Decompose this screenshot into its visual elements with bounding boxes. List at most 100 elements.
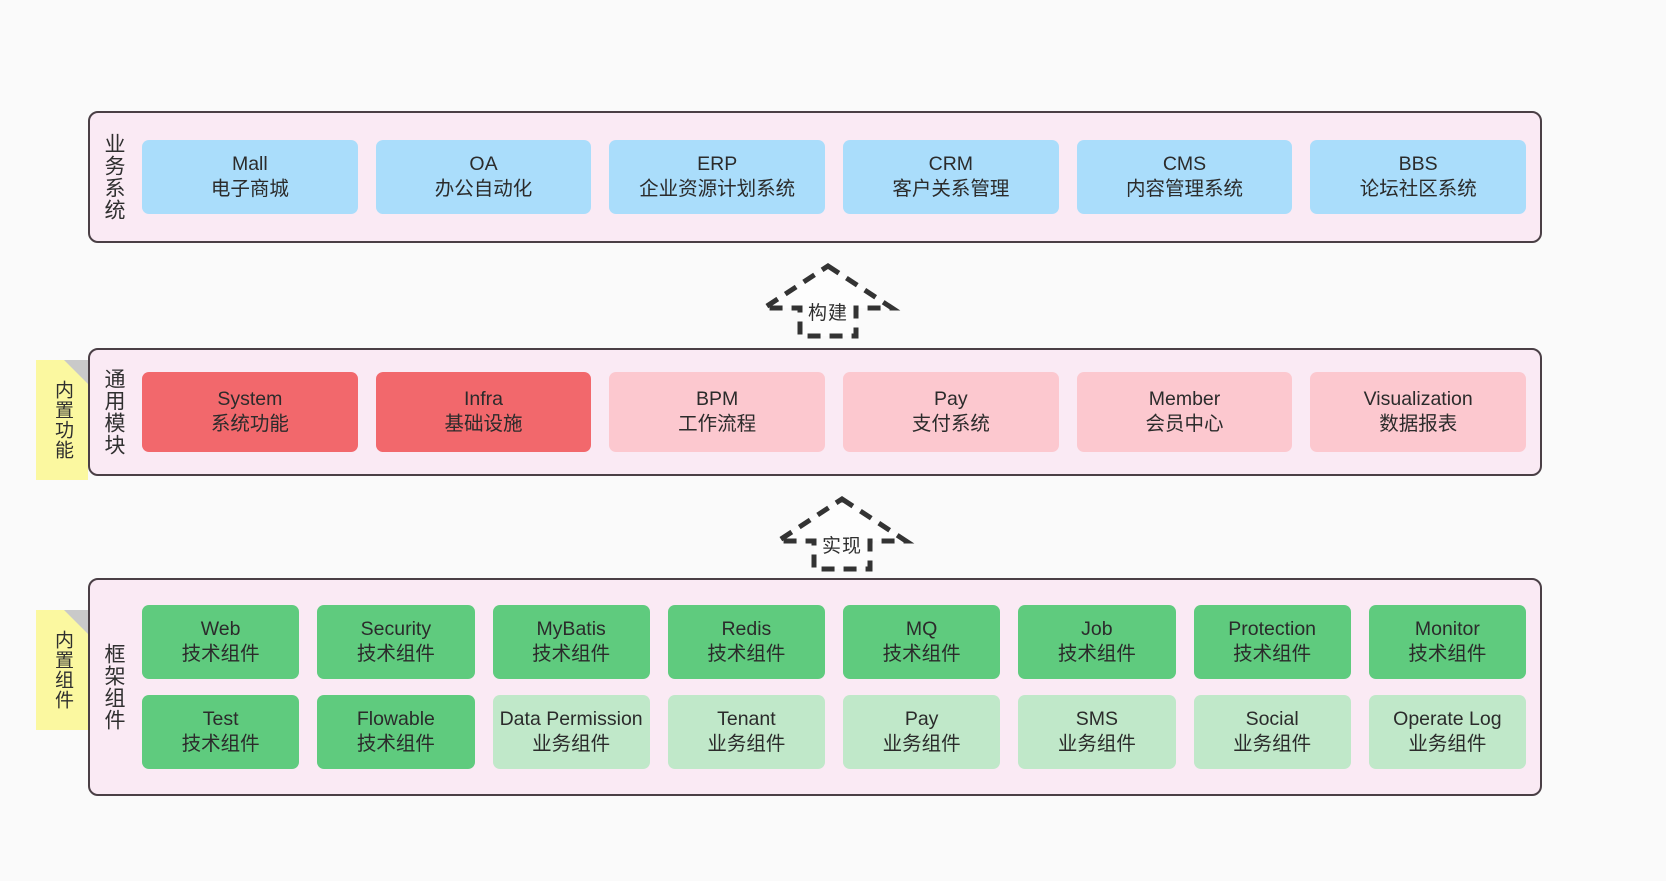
layer-title-business-system: 业务系统: [101, 133, 125, 221]
card-flowable[interactable]: Flowable 技术组件: [317, 695, 475, 769]
card-title: Member: [1148, 388, 1221, 411]
card-subtitle: 数据报表: [1379, 413, 1458, 435]
card-mybatis[interactable]: MyBatis 技术组件: [492, 605, 650, 679]
sticky-fold-corner-icon: [64, 610, 88, 634]
card-system[interactable]: System 系统功能: [142, 372, 358, 452]
card-subtitle: 技术组件: [356, 733, 435, 755]
card-title: Mall: [231, 153, 268, 176]
card-title: CRM: [928, 153, 974, 176]
card-mq[interactable]: MQ 技术组件: [843, 605, 1001, 679]
card-subtitle: 技术组件: [1233, 643, 1312, 665]
card-title: Web: [200, 618, 241, 641]
card-row: System 系统功能 Infra 基础设施 BPM 工作流程 Pay 支付系统…: [142, 372, 1527, 452]
card-bbs[interactable]: BBS 论坛社区系统: [1310, 140, 1527, 214]
card-title: Security: [360, 618, 432, 641]
arrow-build-label: 构建: [807, 303, 848, 324]
card-pay-business[interactable]: Pay 业务组件: [843, 695, 1001, 769]
card-data-permission[interactable]: Data Permission 业务组件: [492, 695, 650, 769]
card-subtitle: 技术组件: [882, 643, 961, 665]
sticky-note-label: 内置功能: [52, 380, 74, 460]
card-subtitle: 技术组件: [1408, 643, 1487, 665]
sticky-note-label: 内置组件: [52, 630, 74, 710]
card-bpm[interactable]: BPM 工作流程: [609, 372, 826, 452]
card-title: Redis: [721, 618, 772, 641]
card-operate-log[interactable]: Operate Log 业务组件: [1368, 695, 1526, 769]
card-title: ERP: [697, 153, 738, 176]
card-subtitle: 业务组件: [707, 733, 786, 755]
card-job[interactable]: Job 技术组件: [1018, 605, 1176, 679]
card-subtitle: 技术组件: [532, 643, 611, 665]
card-row: Test 技术组件 Flowable 技术组件 Data Permission …: [142, 695, 1526, 769]
card-subtitle: 系统功能: [210, 413, 289, 435]
layer-framework-component: 框架组件 Web 技术组件 Security 技术组件 MyBatis 技术组件…: [88, 578, 1542, 796]
card-crm[interactable]: CRM 客户关系管理: [843, 140, 1059, 214]
card-title: OA: [469, 153, 498, 176]
card-subtitle: 业务组件: [1233, 733, 1312, 755]
card-row: Mall 电子商城 OA 办公自动化 ERP 企业资源计划系统 CRM 客户关系…: [142, 140, 1527, 214]
card-subtitle: 支付系统: [911, 413, 990, 435]
card-title: Protection: [1228, 618, 1317, 641]
arrow-implement-shape: [769, 496, 915, 572]
layer-title-common-module: 通用模块: [101, 368, 125, 456]
layer-title-framework-component: 框架组件: [101, 643, 125, 731]
card-cms[interactable]: CMS 内容管理系统: [1076, 140, 1293, 214]
card-protection[interactable]: Protection 技术组件: [1193, 605, 1351, 679]
card-security[interactable]: Security 技术组件: [317, 605, 475, 679]
card-subtitle: 业务组件: [882, 733, 961, 755]
card-title: Pay: [904, 708, 939, 731]
sticky-note-builtin-component: 内置组件: [36, 610, 88, 730]
card-title: SMS: [1075, 708, 1118, 731]
card-title: Job: [1081, 618, 1113, 641]
card-title: Data Permission: [499, 708, 643, 731]
card-title: CMS: [1162, 153, 1207, 176]
card-row: Web 技术组件 Security 技术组件 MyBatis 技术组件 Redi…: [142, 605, 1526, 679]
sticky-fold-corner-icon: [64, 360, 88, 384]
card-infra[interactable]: Infra 基础设施: [375, 372, 592, 452]
card-subtitle: 业务组件: [532, 733, 611, 755]
layer-body-business-system: Mall 电子商城 OA 办公自动化 ERP 企业资源计划系统 CRM 客户关系…: [136, 113, 1540, 241]
card-oa[interactable]: OA 办公自动化: [375, 140, 592, 214]
card-title: BPM: [696, 388, 739, 411]
card-subtitle: 会员中心: [1145, 413, 1224, 435]
card-subtitle: 电子商城: [210, 178, 289, 200]
card-redis[interactable]: Redis 技术组件: [667, 605, 825, 679]
card-subtitle: 工作流程: [678, 413, 757, 435]
layer-body-framework-component: Web 技术组件 Security 技术组件 MyBatis 技术组件 Redi…: [136, 580, 1540, 794]
card-subtitle: 技术组件: [707, 643, 786, 665]
card-visualization[interactable]: Visualization 数据报表: [1310, 372, 1527, 452]
card-title: Infra: [463, 388, 504, 411]
card-subtitle: 技术组件: [356, 643, 435, 665]
arrow-build: 构建: [755, 262, 901, 340]
card-tenant[interactable]: Tenant 业务组件: [667, 695, 825, 769]
card-subtitle: 技术组件: [181, 733, 260, 755]
arrow-implement: 实现: [769, 495, 915, 573]
card-social[interactable]: Social 业务组件: [1193, 695, 1351, 769]
card-subtitle: 论坛社区系统: [1359, 178, 1477, 200]
card-title: Flowable: [356, 708, 435, 731]
card-member[interactable]: Member 会员中心: [1076, 372, 1293, 452]
card-subtitle: 办公自动化: [434, 178, 533, 200]
card-subtitle: 企业资源计划系统: [639, 178, 796, 200]
card-erp[interactable]: ERP 企业资源计划系统: [609, 140, 826, 214]
card-title: System: [217, 388, 283, 411]
card-title: Operate Log: [1393, 708, 1502, 731]
card-sms[interactable]: SMS 业务组件: [1018, 695, 1176, 769]
card-title: Tenant: [717, 708, 776, 731]
card-web[interactable]: Web 技术组件: [142, 605, 300, 679]
card-pay[interactable]: Pay 支付系统: [843, 372, 1059, 452]
layer-common-module: 通用模块 System 系统功能 Infra 基础设施 BPM 工作流程 Pay…: [88, 348, 1542, 476]
card-title: MQ: [905, 618, 938, 641]
card-test[interactable]: Test 技术组件: [142, 695, 300, 769]
arrow-implement-label: 实现: [821, 536, 862, 557]
card-monitor[interactable]: Monitor 技术组件: [1368, 605, 1526, 679]
card-title: Visualization: [1363, 388, 1473, 411]
card-title: Monitor: [1414, 618, 1480, 641]
card-subtitle: 技术组件: [1057, 643, 1136, 665]
arrow-build-shape: [755, 263, 901, 339]
sticky-note-builtin-function: 内置功能: [36, 360, 88, 480]
card-mall[interactable]: Mall 电子商城: [142, 140, 358, 214]
card-title: BBS: [1398, 153, 1438, 176]
card-subtitle: 业务组件: [1408, 733, 1487, 755]
card-title: Social: [1245, 708, 1299, 731]
